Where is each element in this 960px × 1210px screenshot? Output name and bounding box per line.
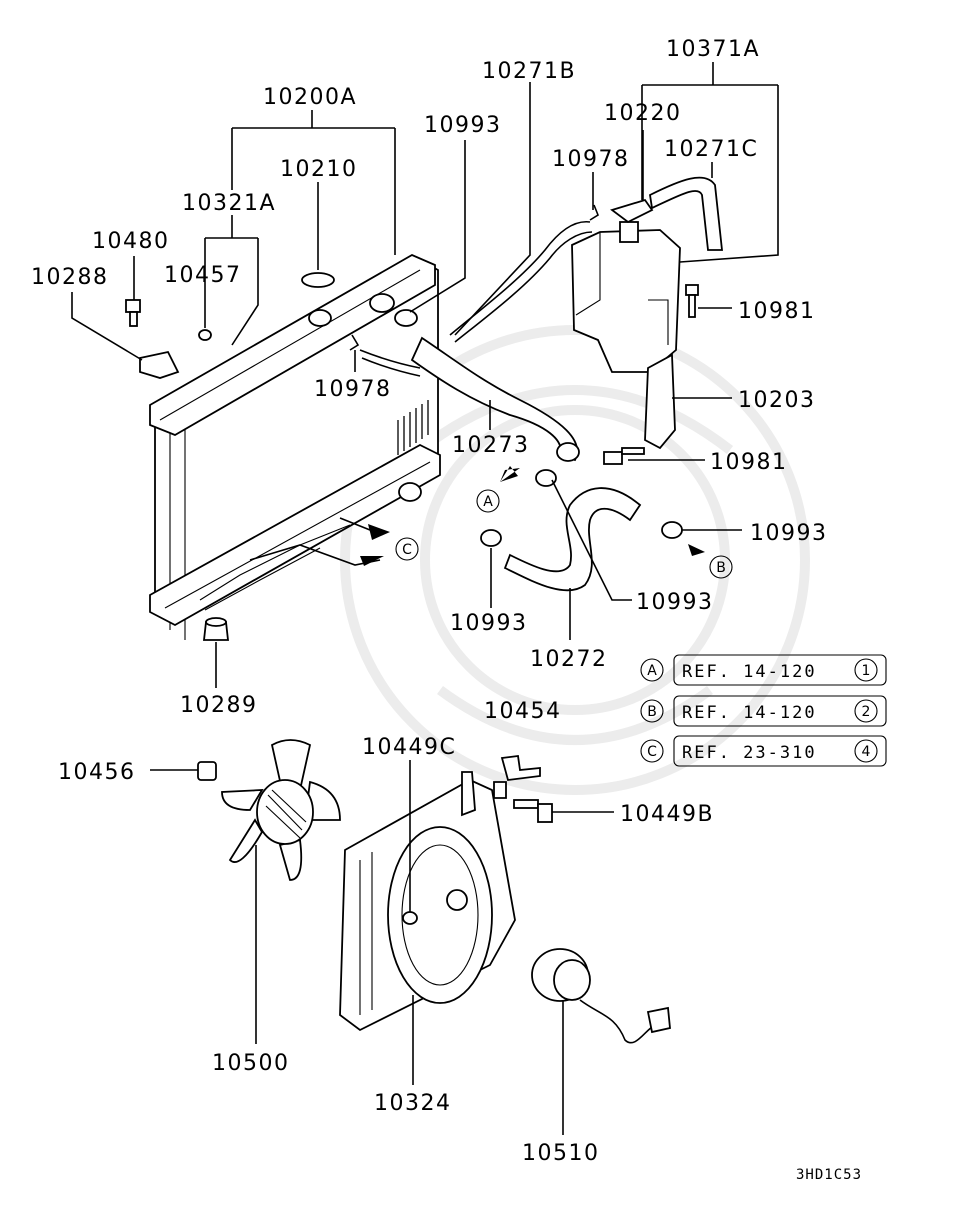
drawing-code: 3HD1C53 <box>796 1167 862 1183</box>
hose-10271C <box>649 176 724 251</box>
label-10993-lower: 10993 <box>450 611 528 636</box>
label-10210: 10210 <box>280 157 358 182</box>
label-10480: 10480 <box>92 229 170 254</box>
svg-text:REF. 14-120: REF. 14-120 <box>682 703 817 723</box>
callout-a: A <box>476 489 500 513</box>
overflow-line <box>359 349 421 377</box>
label-10288: 10288 <box>31 265 109 290</box>
label-10500: 10500 <box>212 1051 290 1076</box>
svg-text:B: B <box>716 560 726 576</box>
label-10978-upper: 10978 <box>552 147 630 172</box>
reference-table: A REF. 14-120 1 B REF. 14-120 2 C REF. 2… <box>640 654 887 767</box>
label-10457: 10457 <box>164 263 242 288</box>
clips-10978 <box>349 204 599 351</box>
label-10449C: 10449C <box>362 735 456 760</box>
reference-row-c: C REF. 23-310 4 <box>640 735 887 767</box>
label-10272: 10272 <box>530 647 608 672</box>
reference-row-b: B REF. 14-120 2 <box>640 695 887 727</box>
part-labels: 10200A 10210 10321A 10480 10457 10288 10… <box>31 37 828 1166</box>
overflow-hose-10271B <box>449 221 593 343</box>
upper-hose-10273 <box>410 336 580 462</box>
fan-10500 <box>221 739 341 881</box>
svg-text:REF. 14-120: REF. 14-120 <box>682 662 817 682</box>
label-10981-lower: 10981 <box>710 450 788 475</box>
label-10371A: 10371A <box>666 37 760 62</box>
arrow-to-a <box>500 466 520 482</box>
label-10321A: 10321A <box>182 191 276 216</box>
callout-c: C <box>395 537 419 561</box>
fan-shroud-10324 <box>339 771 516 1032</box>
label-10978-lower: 10978 <box>314 377 392 402</box>
label-10273: 10273 <box>452 433 530 458</box>
reservoir-tank-10220 <box>571 198 681 373</box>
motor-10510 <box>531 948 671 1044</box>
arrow-to-c2 <box>360 556 384 566</box>
label-10220: 10220 <box>604 101 682 126</box>
label-10271C: 10271C <box>664 137 758 162</box>
label-10454: 10454 <box>484 699 562 724</box>
label-10510: 10510 <box>522 1141 600 1166</box>
bolts-10981 <box>603 284 699 465</box>
arrow-to-c1 <box>368 524 390 540</box>
nut-10456 <box>197 761 217 781</box>
svg-text:C: C <box>647 744 657 760</box>
label-10456: 10456 <box>58 760 136 785</box>
bracket-10203 <box>644 353 676 450</box>
flow-arrows <box>360 466 705 566</box>
label-10993-lower-right: 10993 <box>636 590 714 615</box>
svg-text:C: C <box>402 542 412 558</box>
label-10289: 10289 <box>180 693 258 718</box>
label-10271B: 10271B <box>482 59 576 84</box>
leader-lines <box>71 62 779 1135</box>
clamps-10993 <box>394 309 683 547</box>
callout-b: B <box>709 555 733 579</box>
svg-text:B: B <box>647 704 657 720</box>
svg-text:A: A <box>647 663 657 679</box>
svg-text:REF. 23-310: REF. 23-310 <box>682 743 817 763</box>
svg-text:A: A <box>483 494 493 510</box>
svg-text:4: 4 <box>862 744 871 760</box>
label-10993-upper: 10993 <box>424 113 502 138</box>
label-10981-upper: 10981 <box>738 299 816 324</box>
label-10449B: 10449B <box>620 802 714 827</box>
svg-text:2: 2 <box>862 704 871 720</box>
arrow-to-b <box>688 544 705 556</box>
label-10324: 10324 <box>374 1091 452 1116</box>
reference-row-a: A REF. 14-120 1 <box>640 654 887 686</box>
label-10203: 10203 <box>738 388 816 413</box>
label-10993-right: 10993 <box>750 521 828 546</box>
bolt-10449B <box>513 799 553 823</box>
lower-hose-10272 <box>503 487 642 592</box>
bracket-10454 <box>493 754 541 799</box>
svg-text:1: 1 <box>862 663 871 679</box>
radiator-assembly <box>125 253 441 641</box>
label-10200A: 10200A <box>263 85 357 110</box>
